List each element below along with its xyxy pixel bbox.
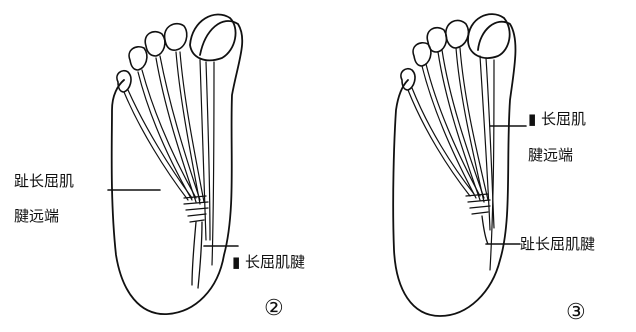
label-fhl-distal-top-line1: ▮ 长屈肌 (528, 110, 586, 128)
foot-2-toe-4 (129, 47, 147, 70)
foot-3-toe-2 (446, 20, 469, 48)
foot-3-tendons (408, 48, 494, 270)
foot-3-toe-4 (413, 43, 431, 66)
figure-number-2: ② (264, 296, 284, 321)
foot-2-tendons (124, 52, 214, 265)
label-fhl-tendon-right: ▮ 长屈肌腱 (232, 253, 305, 271)
foot-2-toe-5 (117, 71, 131, 92)
foot-2-toe-2 (165, 24, 187, 50)
foot-3-big-toe (468, 14, 510, 58)
label-fhl-distal-top-line2: 腱远端 (528, 146, 573, 164)
label-fdl-distal-left-line2: 腱远端 (14, 207, 59, 225)
figure-number-3: ③ (566, 300, 586, 325)
label-fdl-distal-left-line1: 趾长屈肌 (14, 172, 74, 190)
foot-3-drawing (393, 14, 526, 316)
foot-3-outline (393, 22, 515, 316)
foot-2-toe-3 (145, 32, 165, 56)
foot-3-tendon-binding (466, 194, 490, 244)
label-fdl-tendon-bottom: 趾长屈肌腱 (520, 235, 595, 253)
foot-2-drawing (108, 14, 242, 314)
